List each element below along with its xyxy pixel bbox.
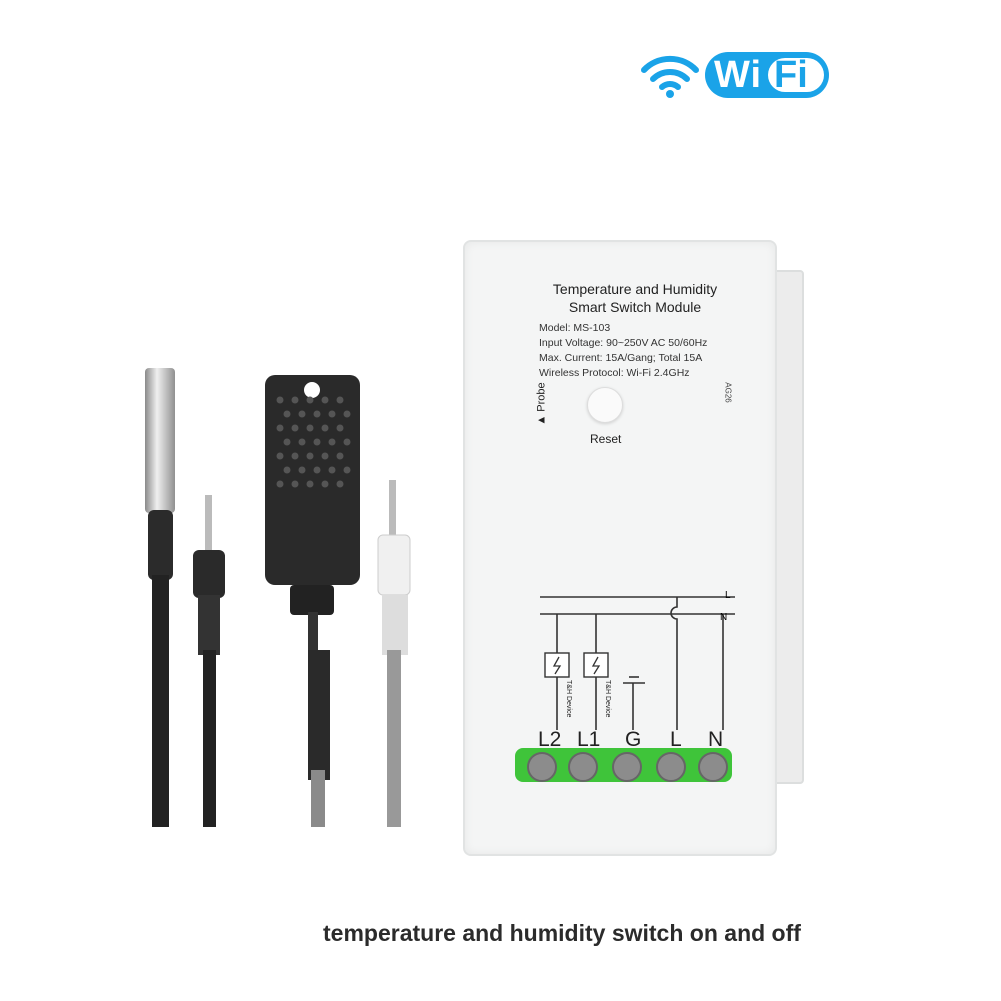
vent-hole [343,466,351,474]
terminal-label-l1: L1 [577,728,601,751]
terminal-screw-l[interactable] [656,752,686,782]
module-title-line2: Smart Switch Module [568,299,702,315]
device-label-l2: T&H Device [565,680,572,718]
wifi-signal-icon [641,55,699,98]
probe-text: Probe [535,382,548,412]
terminal-screw-n[interactable] [698,752,728,782]
vent-hole [298,438,306,446]
wifi-badge-fi-box [768,58,824,92]
vent-hole [321,452,329,460]
bus-label-n: N [720,612,728,623]
vent-hole [291,452,299,460]
vent-hole [336,424,344,432]
terminal-label-n: N [708,728,724,751]
vent-hole [291,424,299,432]
vent-hole [276,424,284,432]
terminal-screw-l1[interactable] [568,752,598,782]
white-audio-jack [377,480,411,827]
vent-hole [336,396,344,404]
terminal-screw-l2[interactable] [527,752,557,782]
vent-hole [328,466,336,474]
vent-hole [328,438,336,446]
vent-hole [313,438,321,446]
temperature-probe [145,368,175,827]
vent-hole [313,410,321,418]
reset-button[interactable] [587,387,623,423]
device-load-icon [544,652,609,678]
vent-hole [321,396,329,404]
caption: temperature and humidity switch on and o… [323,920,801,946]
vent-hole [313,466,321,474]
vent-hole [328,410,336,418]
model-code: AG26 [723,382,733,403]
module-title: Temperature and Humidity Smart Switch Mo… [525,280,745,316]
humidity-sensor [265,375,360,827]
vent-hole [321,424,329,432]
terminal-screw-g[interactable] [612,752,642,782]
vent-hole [336,480,344,488]
vent-hole [336,452,344,460]
terminal-label-l: L [670,728,682,751]
vent-hole [276,480,284,488]
vent-hole [276,396,284,404]
vent-hole [283,410,291,418]
vent-hole [306,452,314,460]
vent-hole [276,452,284,460]
spec-protocol: Wireless Protocol: Wi-Fi 2.4GHz [539,367,690,379]
vent-hole [291,396,299,404]
spec-model: Model: MS-103 [539,322,611,334]
vent-hole [283,466,291,474]
probe-label: ▲ Probe [535,382,548,426]
wiring-diagram [540,596,735,730]
device-label-l1: T&H Device [604,680,611,718]
module-title-line1: Temperature and Humidity [552,281,718,297]
sensor-cables [145,368,411,827]
wifi-badge-wi: Wi [714,54,763,96]
vent-hole [343,438,351,446]
vent-hole [321,480,329,488]
vent-hole [343,410,351,418]
reset-label: Reset [590,432,622,446]
wifi-badge-fi: Fi [774,54,808,96]
vent-hole [298,466,306,474]
vent-hole [306,424,314,432]
sensor-vents [276,396,351,488]
vent-hole [298,410,306,418]
terminal-label-g: G [625,728,642,751]
spec-current: Max. Current: 15A/Gang; Total 15A [539,352,703,364]
vent-hole [306,480,314,488]
vent-hole [306,396,314,404]
vent-hole [283,438,291,446]
terminal-label-l2: L2 [538,728,562,751]
black-audio-jack [193,495,225,827]
spec-voltage: Input Voltage: 90~250V AC 50/60Hz [539,337,708,349]
bus-label-l: L [725,590,731,601]
vent-hole [291,480,299,488]
